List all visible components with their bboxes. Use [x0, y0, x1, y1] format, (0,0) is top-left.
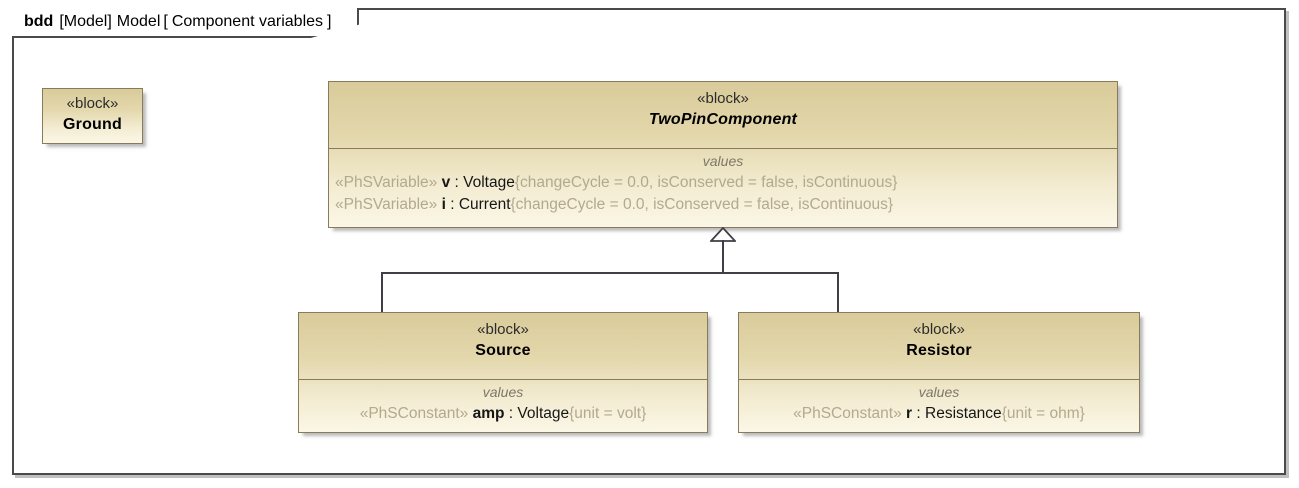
values-label: values [918, 384, 960, 400]
block-twopincomponent-name: TwoPinComponent [648, 111, 798, 128]
block-ground-name: Ground [63, 116, 122, 133]
block-resistor-name: Resistor [906, 342, 972, 359]
diagram-name-label: Component variables [171, 13, 324, 30]
value-property: v [441, 174, 451, 191]
diagram-model-label: Model [116, 13, 161, 30]
value-row[interactable]: «PhSConstant» amp : Voltage{unit = volt} [305, 403, 701, 425]
block-source-header: «block» Source [299, 313, 707, 379]
generalization-bus [381, 272, 839, 274]
value-stereotype: «PhSVariable» [335, 196, 438, 213]
block-resistor-divider [739, 379, 1139, 380]
block-twopincomponent-divider [329, 148, 1117, 149]
value-constraint: {changeCycle = 0.0, isConserved = false,… [514, 174, 898, 191]
generalization-drop-resistor [837, 272, 839, 313]
value-separator: : [445, 196, 459, 213]
block-twopincomponent-values-compartment: values «PhSVariable» v : Voltage{changeC… [329, 149, 1117, 222]
block-twopincomponent[interactable]: «block» TwoPinComponent values «PhSVaria… [328, 81, 1118, 228]
value-stereotype: «PhSVariable» [335, 174, 438, 191]
block-ground[interactable]: «block» Ground [42, 88, 143, 144]
value-separator: : [912, 405, 925, 422]
block-source-values-compartment: values «PhSConstant» amp : Voltage{unit … [299, 380, 707, 431]
block-resistor-header: «block» Resistor [739, 313, 1139, 379]
value-row[interactable]: «PhSVariable» v : Voltage{changeCycle = … [335, 172, 1111, 194]
block-source[interactable]: «block» Source values «PhSConstant» amp … [298, 312, 708, 433]
values-label: values [702, 153, 744, 169]
generalization-stem [722, 240, 724, 274]
block-resistor-stereotype: «block» [913, 321, 965, 338]
block-ground-header: «block» Ground [43, 89, 142, 143]
diagram-bracket-close: ] [327, 13, 332, 30]
value-type: Current [458, 196, 511, 213]
value-row[interactable]: «PhSConstant» r : Resistance{unit = ohm} [745, 403, 1133, 425]
diagram-scope-label: [Model] [59, 13, 112, 30]
diagram-bracket-open: [ [163, 13, 168, 30]
block-resistor-values-compartment: values «PhSConstant» r : Resistance{unit… [739, 380, 1139, 431]
block-resistor[interactable]: «block» Resistor values «PhSConstant» r … [738, 312, 1140, 433]
block-twopincomponent-header: «block» TwoPinComponent [329, 82, 1117, 148]
block-source-divider [299, 379, 707, 380]
value-stereotype: «PhSConstant» [793, 405, 902, 422]
value-type: Voltage [517, 405, 570, 422]
block-source-stereotype: «block» [477, 321, 529, 338]
value-type: Resistance [925, 405, 1002, 422]
generalization-drop-source [381, 272, 383, 313]
value-stereotype: «PhSConstant» [359, 405, 469, 422]
block-source-name: Source [475, 342, 531, 359]
value-row[interactable]: «PhSVariable» i : Current{changeCycle = … [335, 194, 1111, 216]
value-property: i [441, 196, 446, 213]
diagram-header-tab[interactable]: bdd [Model] Model [ Component variables … [12, 8, 360, 38]
value-type: Voltage [463, 174, 515, 191]
value-constraint: {unit = ohm} [1001, 405, 1085, 422]
block-twopincomponent-stereotype: «block» [697, 90, 749, 107]
value-constraint: {unit = volt} [569, 405, 647, 422]
value-property: amp [472, 405, 505, 422]
values-label: values [482, 384, 524, 400]
block-ground-stereotype: «block» [66, 95, 119, 112]
value-property: r [906, 405, 913, 422]
diagram-kind-label: bdd [24, 13, 54, 30]
value-separator: : [450, 174, 464, 191]
value-constraint: {changeCycle = 0.0, isConserved = false,… [510, 196, 894, 213]
value-separator: : [504, 405, 518, 422]
